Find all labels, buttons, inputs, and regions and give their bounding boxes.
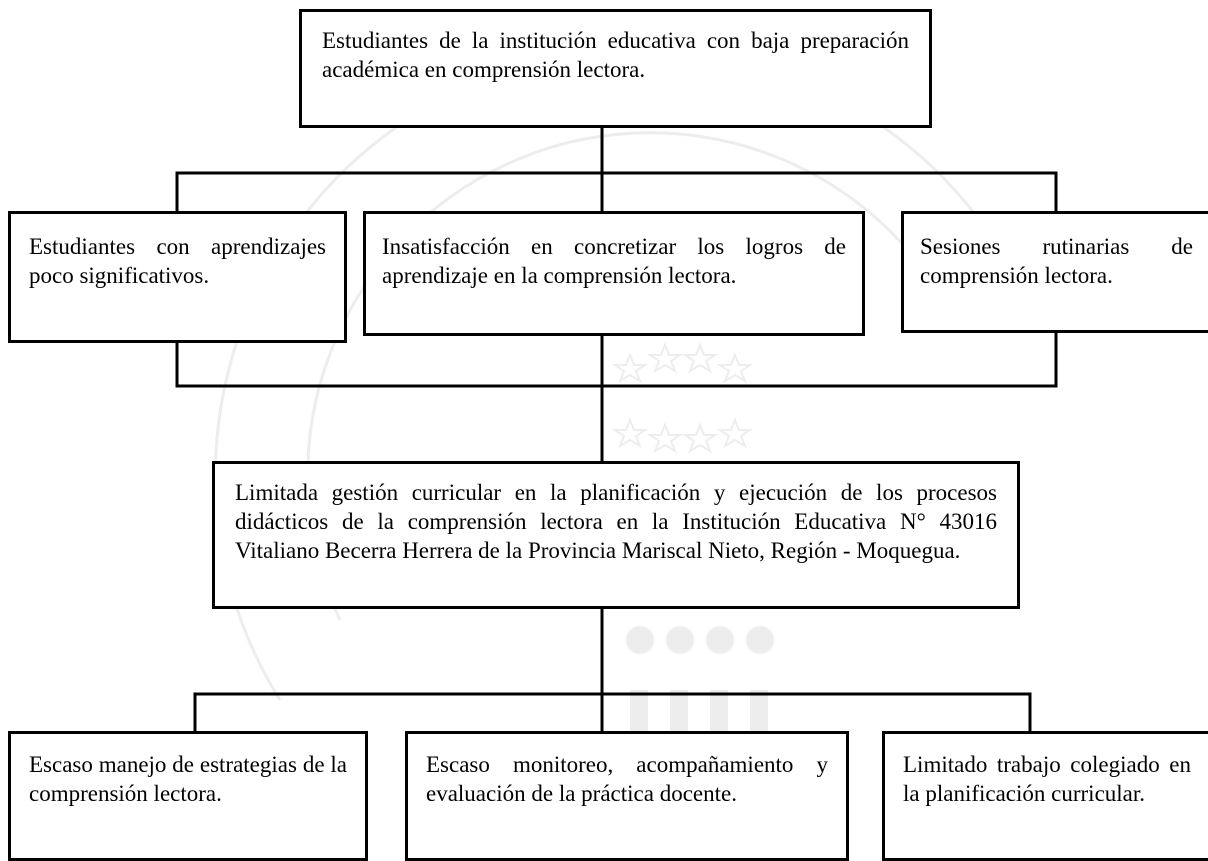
effect-center-text: Insatisfacción en concretizar los logros…: [382, 234, 846, 288]
central-problem-text: Limitada gestión curricular en la planif…: [235, 480, 997, 563]
cause-center-text: Escaso monitoreo, acompañamiento y evalu…: [426, 752, 828, 806]
central-problem-box: Limitada gestión curricular en la planif…: [212, 461, 1020, 609]
effect-right-box: Sesiones rutinarias de comprensión lecto…: [901, 211, 1208, 333]
effect-left-box: Estudiantes con aprendizajes poco signif…: [8, 211, 347, 343]
top-box: Estudiantes de la institución educativa …: [299, 9, 932, 128]
top-box-text: Estudiantes de la institución educativa …: [322, 28, 909, 82]
effect-left-text: Estudiantes con aprendizajes poco signif…: [29, 234, 326, 288]
cause-left-text: Escaso manejo de estrategias de la compr…: [29, 752, 347, 806]
effect-center-box: Insatisfacción en concretizar los logros…: [363, 211, 865, 336]
cause-right-box: Limitado trabajo colegiado en la planifi…: [882, 731, 1208, 861]
cause-left-box: Escaso manejo de estrategias de la compr…: [8, 731, 368, 861]
cause-center-box: Escaso monitoreo, acompañamiento y evalu…: [405, 731, 849, 861]
effect-right-text: Sesiones rutinarias de comprensión lecto…: [920, 234, 1193, 288]
cause-right-text: Limitado trabajo colegiado en la planifi…: [903, 752, 1191, 806]
